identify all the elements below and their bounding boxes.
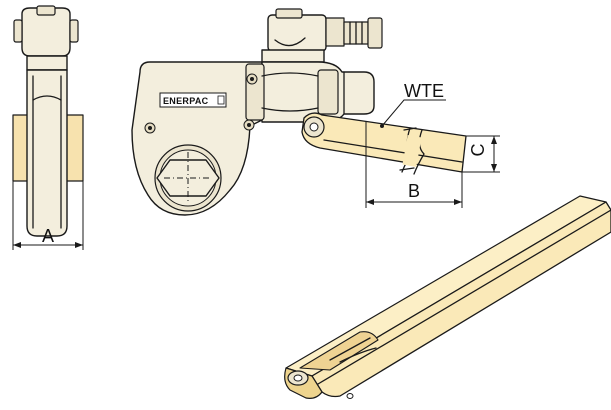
- break-line-ticks: [399, 127, 417, 171]
- side-neck: [26, 55, 68, 71]
- cylinder-curve: [261, 107, 319, 112]
- dim-a-label: A: [42, 226, 54, 246]
- side-swivel-left-lug: [13, 19, 23, 43]
- dim-c-label: C: [468, 144, 488, 157]
- cylinder-link: [245, 63, 265, 121]
- iso-arm-slot: [299, 331, 379, 371]
- cylinder-cap: [317, 69, 339, 115]
- screw-icon: [144, 122, 156, 134]
- screw-icon: [246, 73, 258, 85]
- iso-arm-hole-icon: [346, 393, 354, 399]
- part-label-wte: WTE: [404, 81, 444, 101]
- swivel-curve: [274, 37, 306, 47]
- brand-plate: [159, 92, 227, 108]
- cylinder-curve: [261, 72, 319, 77]
- wte-leader: [381, 99, 446, 127]
- dim-b-label: B: [408, 181, 420, 201]
- isometric-reaction-arm: [284, 195, 611, 399]
- screw-icon: [243, 119, 255, 131]
- coupler-1: [325, 17, 345, 47]
- reaction-arm-edge: [323, 139, 463, 163]
- side-swivel-right-lug: [69, 19, 79, 43]
- dim-c-arrow-top: [491, 136, 497, 144]
- dim-b-arrow-left: [366, 199, 374, 205]
- brand-logo-mark-icon: [217, 95, 225, 105]
- side-main-body: [26, 69, 68, 237]
- iso-arm-edge: [317, 209, 611, 385]
- wte-leader-dot: [380, 124, 384, 128]
- swivel-block-cap: [275, 8, 303, 19]
- reaction-arm: [301, 112, 467, 173]
- break-gap: [402, 135, 422, 167]
- coupler-3: [367, 17, 383, 49]
- dim-b-arrow-right: [454, 199, 462, 205]
- iso-pivot-hole-icon: [293, 374, 303, 382]
- iso-arm-slot-line: [329, 337, 371, 361]
- side-view: A: [12, 5, 84, 250]
- dim-a-arrow-right: [75, 242, 83, 248]
- swivel-block: [267, 14, 327, 52]
- dim-a-arrow-left: [13, 242, 21, 248]
- side-swivel-head: [21, 7, 71, 57]
- brand-logo: ENERPAC: [163, 96, 209, 106]
- swivel-base: [261, 49, 325, 63]
- iso-arm-slot-curve: [339, 347, 377, 363]
- front-view: ENERPAC WTE: [131, 8, 500, 216]
- side-body-curve: [32, 95, 62, 101]
- pivot-hole-icon: [309, 122, 319, 132]
- side-swivel-cap: [36, 5, 56, 16]
- dim-c-arrow-bottom: [491, 164, 497, 172]
